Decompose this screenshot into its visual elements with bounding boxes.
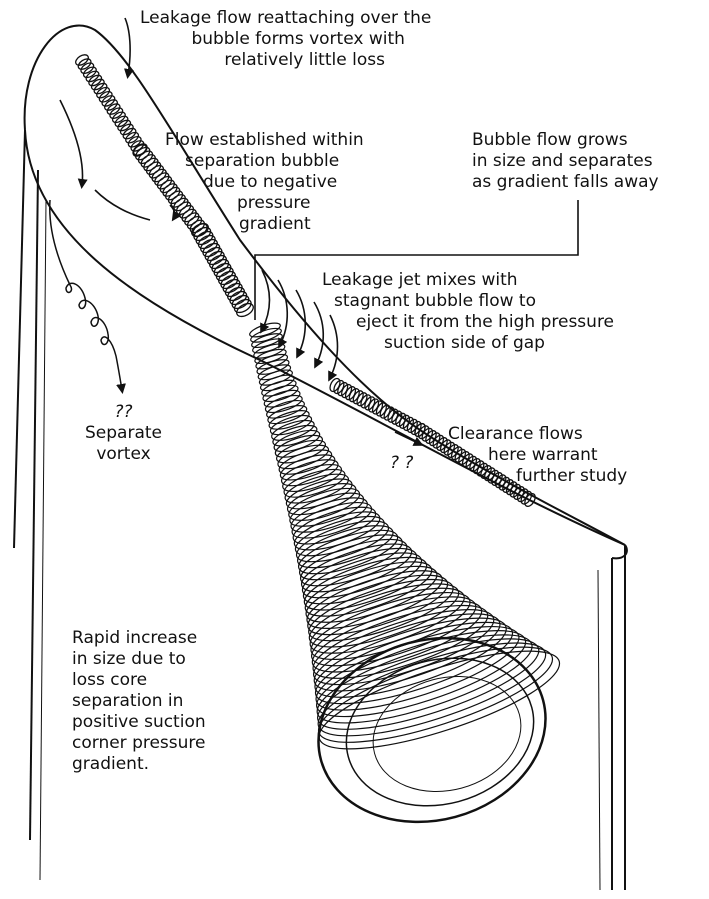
coil-loop xyxy=(100,94,116,109)
coil-loop xyxy=(92,81,108,96)
blade-trailing-wall-3 xyxy=(598,570,600,890)
label-leakage-jet: Leakage jet mixes with stagnant bubble f… xyxy=(322,270,614,354)
coil-loop xyxy=(127,134,143,149)
coil-loop xyxy=(84,69,100,84)
label-leakage-reattach: Leakage flow reattaching over the bubble… xyxy=(140,8,431,71)
coil-loop xyxy=(108,106,124,121)
blade-leading-wall-1 xyxy=(14,130,25,548)
coil-loop xyxy=(121,126,137,141)
coil-loop xyxy=(105,102,121,117)
vortex-loop xyxy=(273,431,325,462)
blade-leading-wall-2 xyxy=(30,170,38,840)
label-bubble-grows: Bubble flow grows in size and separates … xyxy=(472,130,659,193)
coil-loop xyxy=(76,57,92,72)
coil-loop xyxy=(79,61,95,76)
coil-loop xyxy=(111,110,127,125)
label-question-marks-mid: ? ? xyxy=(390,453,413,474)
main-loss-core-vortex xyxy=(248,320,568,768)
coil-loop xyxy=(98,89,114,104)
coil-loop xyxy=(82,65,98,80)
blade-leading-wall-3 xyxy=(40,200,46,880)
coil-loop xyxy=(103,98,119,113)
coil-loop xyxy=(95,85,111,100)
vortex-loop xyxy=(265,397,307,422)
label-rapid-increase: Rapid increase in size due to loss core … xyxy=(72,628,206,775)
label-flow-established: Flow established within separation bubbl… xyxy=(165,130,364,235)
coil-loop xyxy=(113,114,129,129)
label-clearance-study: Clearance flows here warrant further stu… xyxy=(448,424,627,487)
vortex-loop xyxy=(303,571,465,660)
label-separate-vortex: ?? Separate vortex xyxy=(85,402,162,465)
coil-loop xyxy=(124,130,140,145)
vortex-loop xyxy=(266,402,309,427)
coil-loop xyxy=(74,53,90,68)
separate-vortex-trail xyxy=(50,200,122,390)
